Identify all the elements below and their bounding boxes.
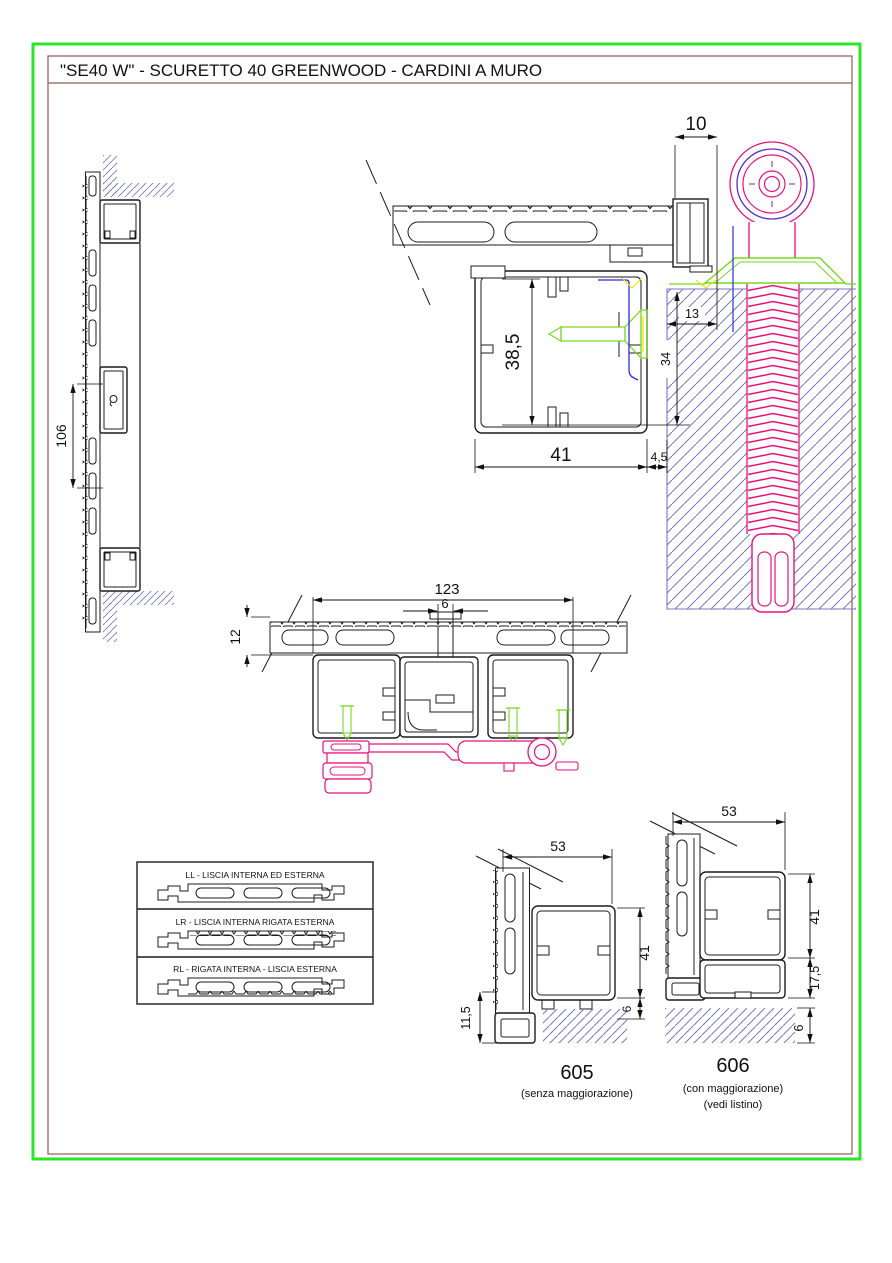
slat-profile-strip [85, 171, 101, 633]
dim-41: 41 [474, 439, 648, 473]
profile-606-view: 53 41 17,5 6 606 (con maggiorazione) (ve… [649, 803, 822, 1111]
dim-38-5-label: 38,5 [503, 334, 524, 371]
wall-hatch-bottom-vertical [103, 602, 117, 642]
box-profile-605 [531, 905, 616, 1010]
slat-strip-605 [493, 867, 536, 1044]
dim-605-53: 53 [502, 838, 613, 904]
ground-hatch-605 [543, 1009, 627, 1043]
finish-label-lr: LR - LISCIA INTERNA RIGATA ESTERNA [176, 917, 335, 927]
dim-34-label: 34 [659, 352, 673, 366]
dim-605-41: 41 [617, 907, 652, 999]
right-stile-box [487, 654, 574, 739]
profile-605-code: 605 [560, 1062, 593, 1084]
finish-label-ll: LL - LISCIA INTERNA ED ESTERNA [185, 870, 324, 880]
slat-strip-606 [665, 833, 706, 1001]
bottom-rail-box [99, 547, 141, 592]
slat-slots [88, 175, 97, 625]
dim-41-label: 41 [806, 909, 822, 925]
slat-board-section [365, 159, 674, 306]
box-profile-606 [699, 871, 786, 961]
dim-123: 123 [312, 581, 574, 653]
left-stile-box [312, 654, 401, 739]
dim-606-53: 53 [672, 803, 786, 870]
hinge-wall-section: 10 38,5 41 4,5 13 34 [365, 114, 856, 613]
stile-box-profile [470, 265, 648, 434]
top-rail-box [99, 199, 141, 244]
meeting-stiles-section: 123 6 12 [227, 581, 632, 794]
finish-profile-ll [157, 883, 345, 903]
dim-41-label: 41 [636, 945, 652, 961]
slat-serrated-edge [82, 176, 88, 628]
break-line-icon [671, 812, 738, 847]
dim-606-41: 41 [788, 873, 822, 959]
side-elevation-view: 106 [53, 155, 174, 642]
dim-6-label: 6 [620, 1005, 634, 1012]
dim-10: 10 [674, 114, 718, 330]
dim-17-5-label: 17,5 [808, 966, 822, 990]
dim-53-label: 53 [550, 838, 566, 854]
profile-605-view: 53 41 6 11,5 605 (senza maggiorazione) [459, 838, 652, 1100]
dim-606-17-5: 17,5 [788, 958, 822, 999]
slat-band [269, 621, 628, 654]
wall-hatch-top-horizontal [103, 183, 174, 197]
profile-606-caption-1: (con maggiorazione) [683, 1083, 783, 1095]
wall-anchor-rod [746, 284, 800, 613]
dim-4-5: 4,5 [647, 440, 668, 473]
screw-icon [340, 705, 354, 742]
seal-accent [621, 277, 643, 289]
wall-plug [669, 257, 856, 289]
dim-12: 12 [227, 605, 313, 667]
bottom-foot-605 [494, 1012, 536, 1044]
maggiorazione-chamber-606 [699, 959, 786, 999]
arm-knuckle-icon [527, 737, 557, 767]
ground-hatch-606 [665, 1008, 795, 1043]
break-line-icon [365, 159, 431, 306]
pivot-block [324, 778, 372, 794]
middle-bracket [99, 366, 128, 434]
profile-606-caption-2: (vedi listino) [704, 1099, 763, 1111]
screw-icon [506, 707, 520, 745]
dim-12-label: 12 [227, 629, 243, 645]
finish-profile-rl [157, 977, 345, 997]
dim-38-5: 38,5 [502, 278, 690, 426]
dim-34: 34 [659, 292, 680, 425]
jamb-frame-line [598, 279, 639, 381]
dim-106: 106 [53, 383, 103, 489]
dim-123-label: 123 [434, 581, 459, 598]
fixing-screw-horizontal [547, 308, 648, 360]
page-frame: "SE40 W" - SCURETTO 40 GREENWOOD - CARDI… [31, 42, 862, 1161]
dim-605-11-5: 11,5 [459, 991, 497, 1044]
middle-interlock-box [399, 656, 479, 738]
leaf-end-cap [672, 198, 713, 273]
profile-605-caption: (senza maggiorazione) [521, 1088, 633, 1100]
dim-6-label: 6 [792, 1024, 806, 1031]
dim-6-label: 6 [441, 596, 448, 611]
dim-53-label: 53 [721, 803, 737, 819]
fixing-screws-vertical [333, 705, 570, 747]
dim-13-label: 13 [685, 307, 699, 321]
dim-605-6: 6 [617, 998, 645, 1020]
wall-hatch-bottom-horizontal [103, 591, 174, 605]
dim-41-label: 41 [550, 445, 571, 466]
hinge-knuckle [729, 141, 815, 258]
dim-606-6: 6 [792, 1007, 815, 1044]
dim-10-label: 10 [685, 114, 706, 135]
finishes-legend: LL - LISCIA INTERNA ED ESTERNA LR - LISC… [136, 861, 374, 1005]
hinge-arm-hardware [322, 737, 579, 794]
green-border [31, 42, 862, 1161]
profile-606-code: 606 [716, 1055, 749, 1077]
dim-6: 6 [403, 596, 488, 614]
dim-11-5-label: 11,5 [459, 1006, 473, 1029]
screw-port-icon [109, 395, 118, 403]
finish-label-rl: RL - RIGATA INTERNA - LISCIA ESTERNA [173, 964, 337, 974]
page-title: "SE40 W" - SCURETTO 40 GREENWOOD - CARDI… [60, 61, 542, 80]
dim-4-5-label: 4,5 [651, 450, 668, 464]
dim-106-label: 106 [53, 424, 69, 448]
screw-icon [556, 709, 570, 747]
finish-profile-lr [157, 930, 345, 950]
